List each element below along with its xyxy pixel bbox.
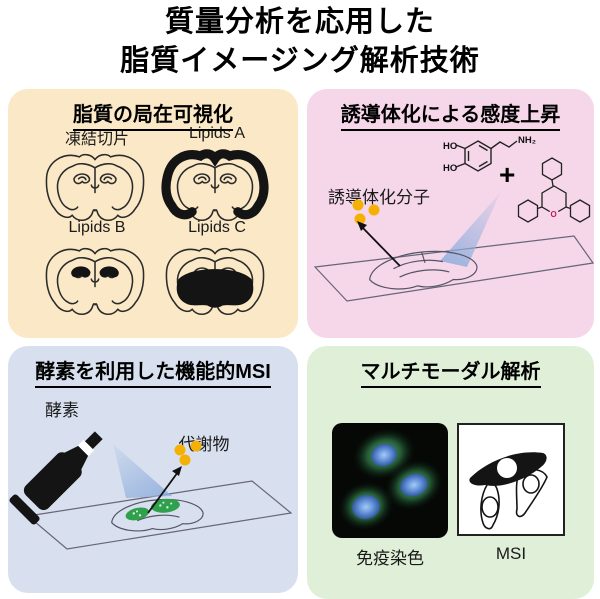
spray-bottle-icon [9, 431, 103, 525]
label-metabolite: 代謝物 [178, 435, 230, 454]
spray-beam-icon [113, 444, 172, 498]
label-lipids-b: Lipids B [68, 219, 126, 236]
panel-enzyme-msi: 酵素を利用した機能的MSI 酵素 代謝物 [8, 346, 298, 593]
tissue-section-icon [369, 250, 478, 290]
panel3-heading: 酵素を利用した機能的MSI [8, 355, 298, 388]
figure-title-line1: 質量分析を応用した [164, 6, 435, 38]
panel1-heading: 脂質の局在可視化 [8, 98, 298, 131]
label-frozen-section: 凍結切片 [64, 131, 129, 148]
brain-sections-drawing [8, 149, 269, 338]
oxygen-label: O [551, 210, 557, 219]
ho-bottom-label: HO [443, 163, 457, 174]
immunostaining-image [332, 423, 448, 538]
label-msi: MSI [495, 544, 527, 563]
figure-title-line2: 脂質イメージング解析技術 [120, 45, 480, 77]
oxygen-backdrop [549, 209, 559, 219]
fluorescent-cells-icon [338, 428, 444, 531]
brain-lipids-a-icon [161, 149, 269, 220]
panel2-heading: 誘導体化による感度上昇 [307, 98, 594, 131]
release-arrow-icon [147, 466, 182, 514]
ho-top-label: HO [443, 141, 457, 152]
derivatization-drawing: HO HO NH₂ O [313, 135, 594, 302]
label-lipids-a: Lipids A [188, 125, 246, 142]
panel-derivatization: 誘導体化による感度上昇 誘導体化分子 + [307, 89, 594, 338]
amine-label: NH₂ [518, 135, 536, 146]
stained-regions-icon [125, 498, 180, 521]
glass-slide-icon [26, 480, 293, 550]
molecule-dots-icon [352, 199, 380, 225]
panel-lipid-localization: 脂質の局在可視化 凍結切片 Lipids A Lipids B Lipids C [8, 89, 298, 338]
panel-multimodal: マルチモーダル解析 [307, 346, 594, 599]
desorption-arrow-icon [357, 221, 401, 267]
panel4-heading: マルチモーダル解析 [307, 355, 594, 388]
tissue-section-icon [111, 498, 204, 532]
brain-frozen-section-icon [46, 155, 143, 221]
plus-sign: + [499, 159, 516, 190]
glass-slide-icon [313, 235, 594, 302]
msi-image [457, 423, 565, 536]
msi-cells-icon [469, 452, 548, 530]
brain-lipids-b-icon [46, 249, 143, 315]
enzyme-msi-drawing [9, 431, 293, 550]
brain-lipids-c-icon [166, 249, 263, 315]
label-lipids-c: Lipids C [188, 219, 246, 236]
figure-title: 質量分析を応用した 脂質イメージング解析技術 [0, 3, 600, 81]
metabolite-dots-icon [174, 440, 202, 466]
laser-beam-icon [440, 193, 500, 267]
dopamine-structure-icon [455, 140, 518, 172]
label-enzyme: 酵素 [45, 401, 79, 420]
label-immunostaining: 免疫染色 [356, 549, 424, 568]
